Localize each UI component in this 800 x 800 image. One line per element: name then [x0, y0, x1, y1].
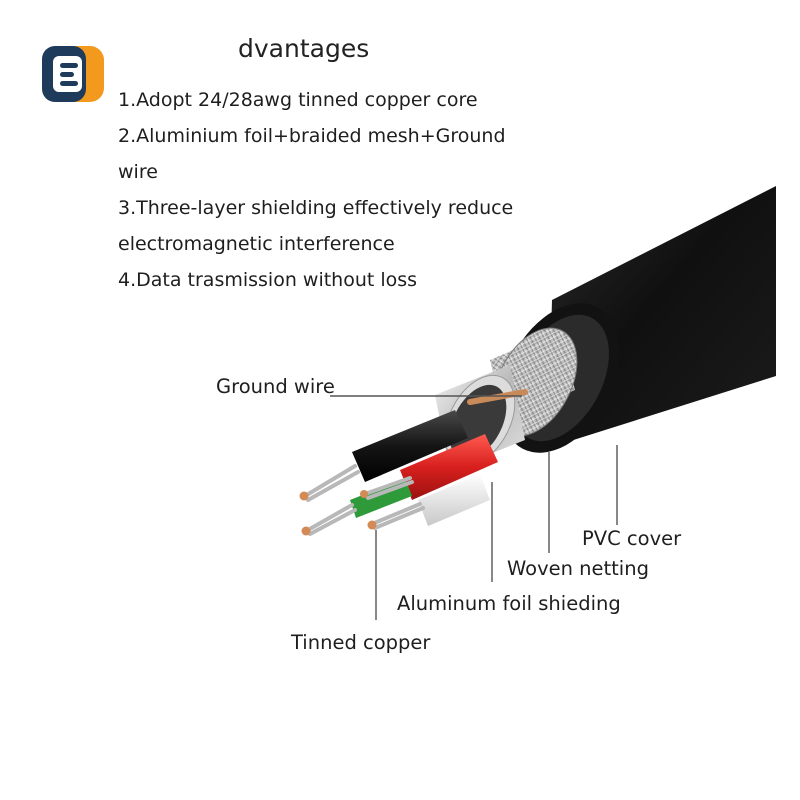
advantage-item: 1.Adopt 24/28awg tinned copper core	[118, 89, 478, 111]
black-conductor	[352, 410, 468, 482]
advantage-item: 3.Three-layer shielding effectively redu…	[118, 197, 514, 219]
ground-wire-strand	[467, 389, 528, 405]
copper-tips	[299, 490, 377, 536]
label-aluminum-foil: Aluminum foil shieding	[397, 592, 621, 615]
label-tinned-copper: Tinned copper	[291, 631, 431, 654]
advantage-item: electromagnetic interference	[118, 233, 395, 255]
advantages-title: dvantages	[238, 34, 370, 63]
advantage-item: 4.Data trasmission without loss	[118, 269, 418, 291]
brand-logo-icon	[42, 46, 104, 102]
advantages-list: 1.Adopt 24/28awg tinned copper core 2.Al…	[118, 82, 558, 298]
leader-lines	[330, 395, 618, 620]
copper-strands	[303, 464, 425, 536]
label-woven-netting: Woven netting	[507, 557, 649, 580]
red-conductor	[400, 434, 498, 500]
label-ground-wire: Ground wire	[216, 375, 335, 398]
white-conductor	[418, 474, 490, 526]
label-pvc-cover: PVC cover	[582, 527, 682, 550]
advantage-item: wire	[118, 161, 158, 183]
advantage-item: 2.Aluminium foil+braided mesh+Ground	[118, 125, 506, 147]
